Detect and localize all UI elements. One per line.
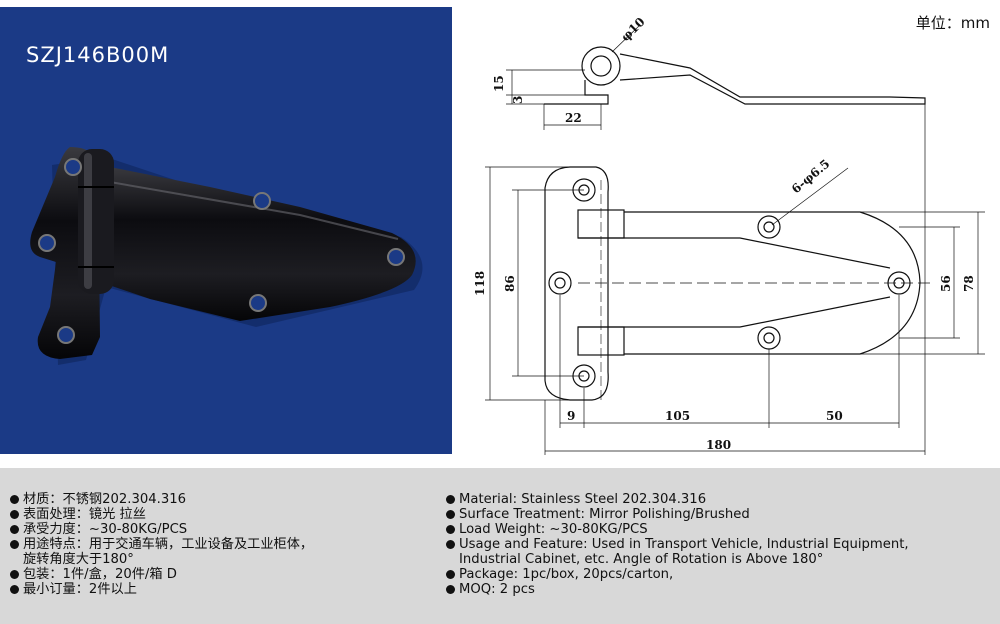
dim-hole-spacing-outer: 86 [503, 275, 517, 292]
dim-edge-offset: 9 [567, 409, 575, 423]
spec-list-chinese: 材质：不锈钢202.304.316 表面处理：镜光 拉丝 承受力度：~30-80… [10, 492, 430, 597]
dim-pin-diameter: φ10 [618, 15, 647, 44]
spec-item-material-en: Material: Stainless Steel 202.304.316 [446, 492, 986, 507]
spec-item-package-en: Package: 1pc/box, 20pcs/carton, [446, 567, 986, 582]
hinge-knuckle [78, 149, 114, 294]
product-photo-panel: SZJ146B00M [0, 7, 452, 454]
dim-thickness: 3 [511, 96, 525, 104]
spec-item-load-cn: 承受力度：~30-80KG/PCS [10, 522, 430, 537]
spec-item-surface-en: Surface Treatment: Mirror Polishing/Brus… [446, 507, 986, 522]
dim-hole-distance-2: 50 [826, 409, 843, 423]
dim-pin-offset: 22 [565, 111, 582, 125]
spec-panel: 材质：不锈钢202.304.316 表面处理：镜光 拉丝 承受力度：~30-80… [0, 468, 1000, 624]
spec-list-english: Material: Stainless Steel 202.304.316 Su… [446, 492, 986, 597]
spec-item-surface-cn: 表面处理：镜光 拉丝 [10, 507, 430, 522]
spec-item-moq-en: MOQ: 2 pcs [446, 582, 986, 597]
spec-item-usage-en-cont: Industrial Cabinet, etc. Angle of Rotati… [459, 552, 824, 567]
dim-hole-distance-1: 105 [665, 409, 690, 423]
dim-leaf-height-inner: 56 [939, 275, 953, 292]
spec-item-moq-cn: 最小订量：2件以上 [10, 582, 430, 597]
dim-overall-length: 180 [706, 438, 731, 452]
dim-overall-height: 118 [473, 271, 487, 296]
spec-item-material-cn: 材质：不锈钢202.304.316 [10, 492, 430, 507]
spec-item-usage-en: Usage and Feature: Used in Transport Veh… [446, 537, 986, 552]
mounting-holes [38, 158, 405, 344]
spec-item-usage-cn-cont: 旋转角度大于180° [23, 552, 134, 567]
hinge-photo [30, 147, 423, 365]
hinge-leaf [100, 165, 416, 321]
front-view [485, 104, 985, 455]
dim-hole-spec: 6-φ6.5 [789, 157, 833, 197]
spec-item-usage-cn: 用途特点：用于交通车辆，工业设备及工业柜体， [10, 537, 430, 552]
dim-leaf-height: 78 [962, 275, 976, 292]
dim-height: 15 [492, 75, 506, 92]
spec-item-package-cn: 包装：1件/盒，20件/箱 D [10, 567, 430, 582]
side-view [506, 24, 926, 130]
technical-drawing: φ10 15 3 22 6-φ6.5 118 86 56 78 9 105 50… [473, 15, 985, 455]
model-title: SZJ146B00M [26, 43, 170, 67]
unit-label: 单位：mm [915, 14, 990, 32]
spec-item-load-en: Load Weight: ~30-80KG/PCS [446, 522, 986, 537]
